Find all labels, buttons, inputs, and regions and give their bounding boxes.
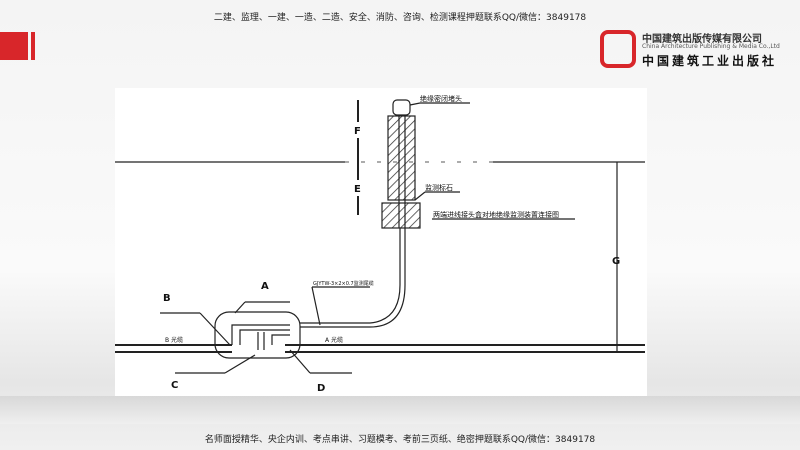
label-e: E [354, 184, 361, 195]
label-d: D [317, 383, 325, 394]
logo-english-name: China Architecture Publishing & Media Co… [642, 43, 780, 50]
label-b: B [163, 293, 171, 304]
seal-cap [392, 99, 411, 116]
label-g: G [612, 256, 620, 267]
publisher-logo: 中国建筑出版传媒有限公司 China Architecture Publishi… [598, 28, 798, 72]
logo-press-name: 中国建筑工业出版社 [642, 54, 778, 68]
tail-cable-label: GJYTW-3×2×0.7监测尾缆 [313, 280, 374, 287]
red-accent [0, 32, 28, 60]
seal-cap-label: 绝缘密闭堵头 [420, 94, 462, 103]
tail-cable [300, 228, 401, 324]
red-accent-stripe [31, 32, 35, 60]
logo-company-name: 中国建筑出版传媒有限公司 [642, 34, 762, 45]
header-banner: 二建、监理、一建、一造、二造、安全、消防、咨询、检测课程押题联系QQ/微信：38… [213, 13, 587, 23]
cable-b-label: B 光缆 [165, 336, 183, 344]
label-c: C [171, 380, 178, 391]
footer-banner: 名师面授精华、央企内训、考点串讲、习题模考、考前三页纸、绝密押题联系QQ/微信：… [204, 435, 596, 445]
label-a: A [261, 281, 269, 292]
marker-stone-post [387, 115, 416, 201]
diagram-title: 两端进线接头盒对地绝缘监测装置连接图 [433, 210, 559, 219]
marker-stone-base [381, 202, 421, 229]
splice-closure [214, 311, 301, 359]
logo-mark-icon [600, 30, 636, 68]
label-f: F [354, 126, 361, 137]
floor-background [0, 396, 800, 424]
cable-a-label: A 光缆 [325, 336, 343, 344]
marker-stone-label: 监测标石 [425, 183, 453, 192]
